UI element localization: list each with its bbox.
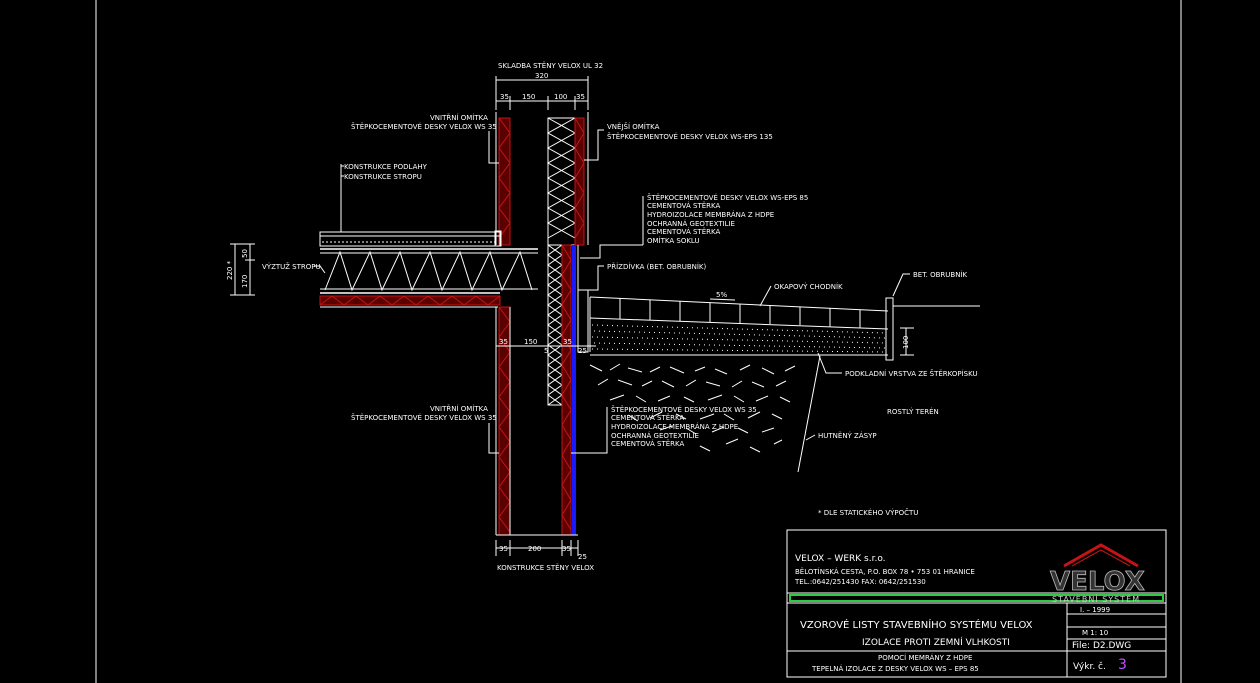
label-inner-plaster-1: VNITŘNÍ OMÍTKA	[430, 113, 488, 122]
dim-top-1: 35	[500, 93, 509, 101]
dim-bottom-1: 35	[499, 545, 508, 553]
label-inner-board-2: ŠTĚPKOCEMENTOVÉ DESKY VELOX WS 35	[351, 413, 497, 422]
dim-total: 320	[535, 72, 548, 80]
title-block: VELOX – WERK s.r.o. BĚLOTÍNSKÁ CESTA, P.…	[786, 529, 1167, 678]
dim-mid-1: 35	[499, 338, 508, 346]
section-title: SKLADBA STĚNY VELOX UL 32	[498, 61, 603, 70]
lower-inner-labels: VNITŘNÍ OMÍTKA ŠTĚPKOCEMENTOVÉ DESKY VEL…	[351, 404, 499, 454]
sheet-number: 3	[1118, 657, 1127, 673]
dim-mid-3: 35	[563, 338, 572, 346]
label-outer-plaster: VNĚJŠÍ OMÍTKA	[607, 122, 660, 131]
label-slope: 5%	[716, 291, 727, 299]
below-layer-3: HYDROIZOLACE MEMBRÁNA Z HDPE	[611, 422, 738, 431]
plinth-layer-2: CEMENTOVÁ STĚRKA	[647, 201, 720, 210]
label-inner-board-1: ŠTĚPKOCEMENTOVÉ DESKY VELOX WS 35	[351, 122, 497, 131]
static-note: * DLE STATICKÉHO VÝPOČTU	[818, 508, 918, 517]
label-pavement: OKAPOVÝ CHODNÍK	[774, 282, 843, 291]
floor-slab: KONSTRUKCE PODLAHY KONSTRUKCE STROPU 220…	[226, 163, 538, 308]
below-layer-1: ŠTĚPKOCEMENTOVÉ DESKY VELOX WS 35	[611, 405, 757, 414]
logo-text: VELOX	[1050, 567, 1145, 597]
dim-bottom-4: 25	[578, 553, 587, 561]
wall-upper	[495, 112, 589, 246]
label-floor-construction: KONSTRUKCE PODLAHY	[344, 163, 428, 171]
label-outer-board: ŠTĚPKOCEMENTOVÉ DESKY VELOX WS-EPS 135	[607, 132, 773, 141]
dim-top-3: 100	[554, 93, 567, 101]
date: I. – 1999	[1080, 606, 1110, 614]
dim-h-top: 50	[241, 249, 249, 258]
wall-lower: 35 150 35 5 25 35 200 35 25 KONSTRUKCE S…	[495, 244, 596, 572]
plinth-layer-3: HYDROIZOLACE MEMBRÁNA Z HDPE	[647, 210, 774, 219]
upper-inner-labels: VNITŘNÍ OMÍTKA ŠTĚPKOCEMENTOVÉ DESKY VEL…	[351, 113, 773, 164]
logo-subtext: STAVEBNÍ SYSTÉM	[1052, 593, 1140, 604]
file-name: File: D2.DWG	[1072, 641, 1131, 651]
below-layer-2: CEMENTOVÁ STĚRKA	[611, 413, 684, 422]
company-name: VELOX – WERK s.r.o.	[795, 554, 886, 564]
plinth-layer-1: ŠTĚPKOCEMENTOVÉ DESKY VELOX WS-EPS 85	[647, 193, 808, 202]
below-labels: ŠTĚPKOCEMENTOVÉ DESKY VELOX WS 35 CEMENT…	[571, 405, 757, 454]
sheet-frame	[95, 0, 1182, 683]
sheet-label: Výkr. č.	[1073, 661, 1106, 672]
dim-mid-2: 150	[524, 338, 537, 346]
below-layer-4: OCHRANNÁ GEOTEXTILIE	[611, 431, 699, 440]
plinth-layer-6: OMÍTKA SOKLU	[647, 236, 700, 245]
dim-bottom-3: 35	[562, 545, 571, 553]
label-backfill: HUTNĚNÝ ZÁSYP	[818, 431, 877, 440]
dim-top-2: 150	[522, 93, 535, 101]
velox-logo: VELOX STAVEBNÍ SYSTÉM	[1050, 543, 1145, 604]
company-address: BĚLOTÍNSKÁ CESTA, P.O. BOX 78 • 753 01 H…	[795, 567, 975, 576]
label-ceiling-construction: KONSTRUKCE STROPU	[344, 173, 422, 181]
dim-bottom-2: 200	[528, 545, 541, 553]
below-layer-5: CEMENTOVÁ STĚRKA	[611, 439, 684, 448]
label-curb: BET. OBRUBNÍK	[913, 270, 968, 279]
label-inner-plaster-2: VNITŘNÍ OMÍTKA	[430, 404, 488, 413]
desc-1: POMOCÍ MEMRÁNY Z HDPE	[878, 653, 972, 662]
dim-h-bottom: 170	[241, 275, 249, 288]
dim-mid-4: 5	[544, 347, 548, 355]
scale: M 1: 10	[1082, 629, 1108, 637]
label-soil: ROSTLÝ TERÉN	[887, 407, 939, 416]
company-contact: TEL.:0642/251430 FAX: 0642/251530	[794, 578, 926, 586]
label-curb-detail: PŘÍZDÍVKA (BET. OBRUBNÍK)	[607, 262, 707, 271]
dim-mid-5: 25	[578, 347, 587, 355]
plinth-layer-4: OCHRANNÁ GEOTEXTILIE	[647, 219, 735, 228]
dim-gravel: 100	[902, 336, 910, 349]
label-reinforcement: VÝZTUŽ STROPU	[262, 262, 321, 271]
subject: IZOLACE PROTI ZEMNÍ VLHKOSTI	[862, 636, 1010, 648]
top-dimensions: SKLADBA STĚNY VELOX UL 32 320 35 150 100…	[495, 61, 603, 110]
desc-2: TEPELNÁ IZOLACE Z DESKY VELOX WS – EPS 8…	[811, 664, 979, 673]
plinth-layer-5: CEMENTOVÁ STĚRKA	[647, 227, 720, 236]
dim-h-total: 220 *	[226, 260, 234, 280]
series-title: VZOROVÉ LISTY STAVEBNÍHO SYSTÉMU VELOX	[800, 618, 1033, 631]
bottom-caption: KONSTRUKCE STĚNY VELOX	[497, 563, 594, 572]
pavement: 5% OKAPOVÝ CHODNÍK BET. OBRUBNÍK 100 POD…	[589, 270, 980, 473]
plinth-labels: ŠTĚPKOCEMENTOVÉ DESKY VELOX WS-EPS 85 CE…	[577, 193, 808, 353]
dim-top-4: 35	[576, 93, 585, 101]
label-gravel-layer: PODKLADNÍ VRSTVA ZE ŠTĚRKOPÍSKU	[845, 369, 978, 378]
